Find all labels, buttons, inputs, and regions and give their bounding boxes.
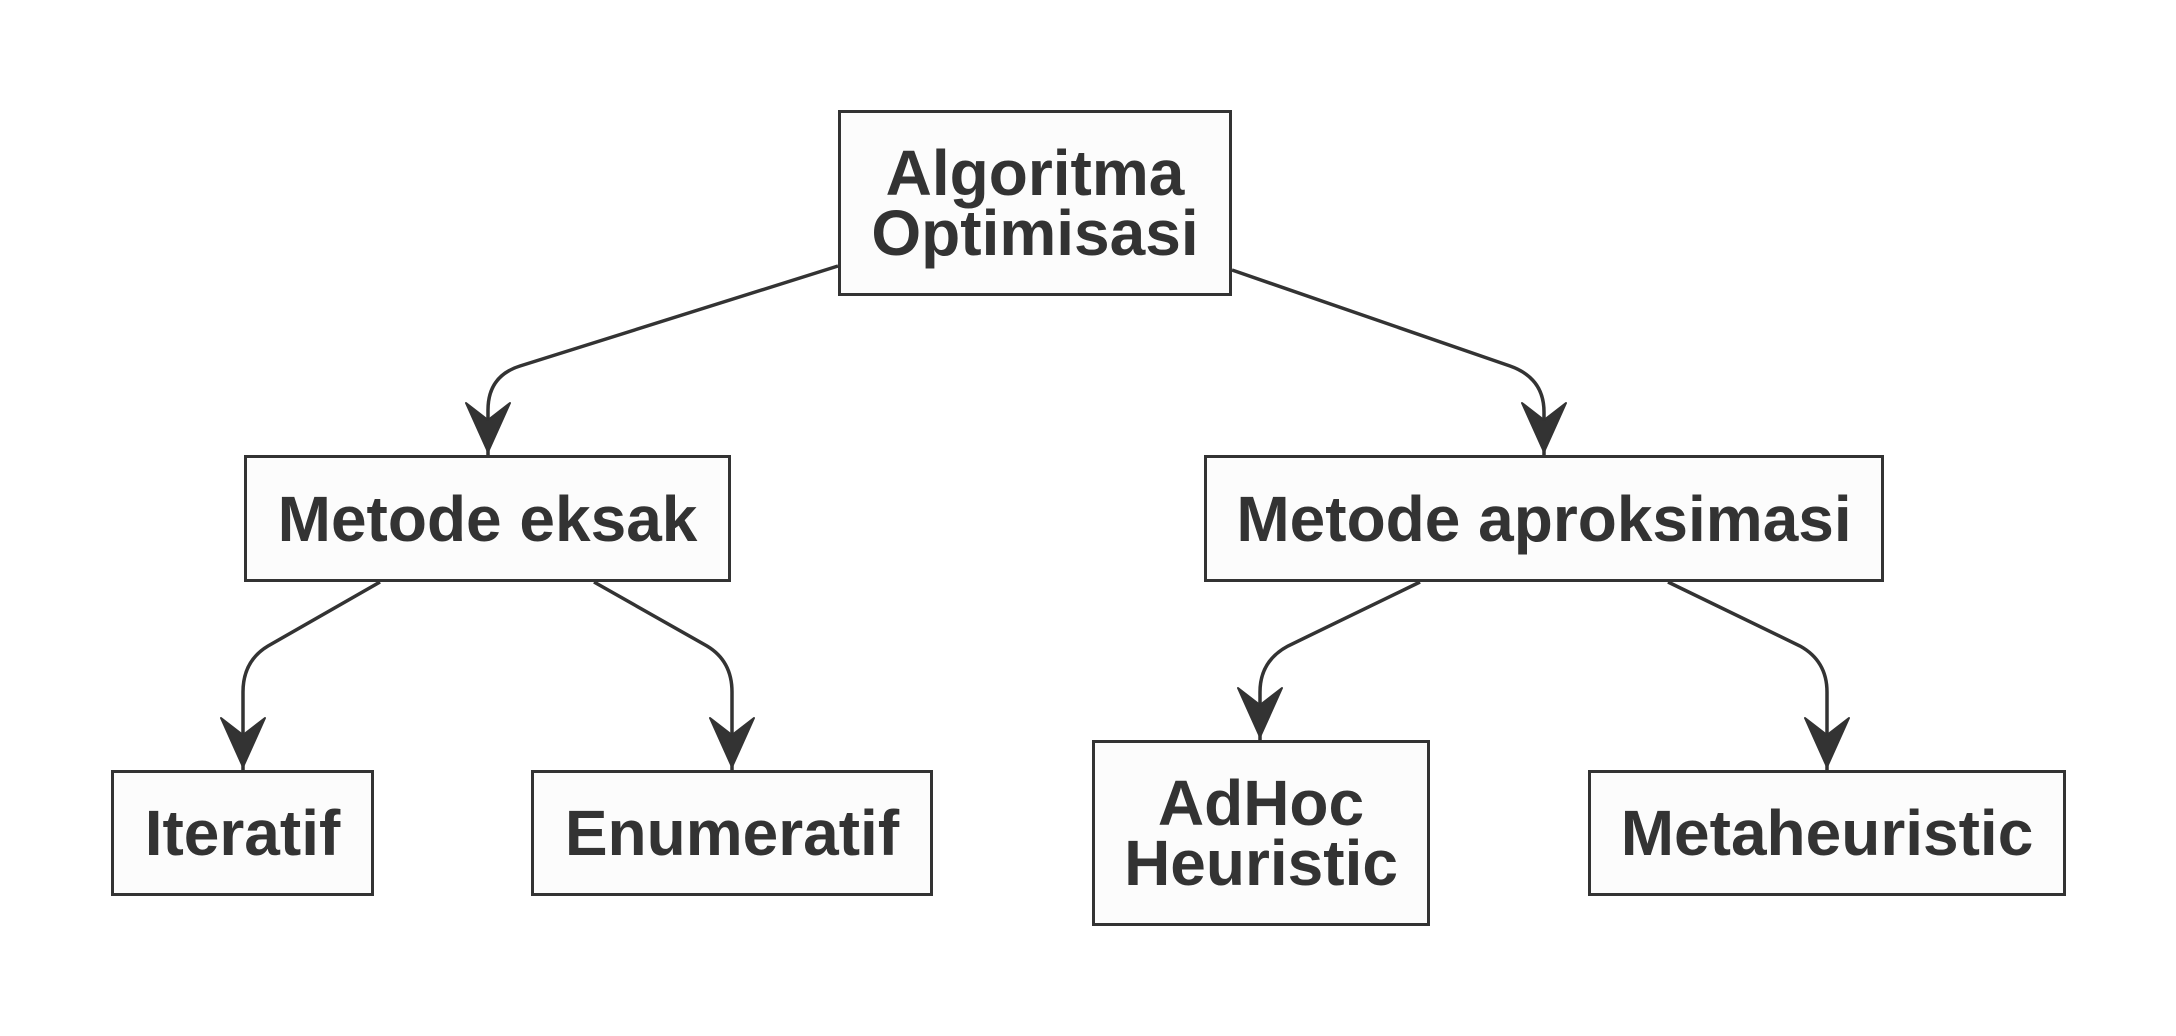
node-metode-eksak-label: Metode eksak <box>277 482 698 555</box>
edge-root-to-exact <box>486 264 839 455</box>
node-enumeratif-label: Enumeratif <box>564 797 900 869</box>
node-metaheuristic: Metaheuristic <box>1588 770 2066 896</box>
edge-root-to-approx <box>1231 268 1546 455</box>
edge-exact-to-enumerative <box>593 580 734 770</box>
arrow-head-adhoc <box>1237 687 1283 738</box>
arrow-head-metaheuristic <box>1804 717 1850 768</box>
arrow-head-exact <box>465 402 511 453</box>
node-algoritma-optimisasi-line-1: Algoritma <box>885 137 1185 209</box>
node-metode-aproksimasi: Metode aproksimasi <box>1204 455 1884 582</box>
node-iteratif: Iteratif <box>111 770 374 896</box>
node-iteratif-label: Iteratif <box>144 797 341 869</box>
arrow-head-enumerative <box>709 717 755 768</box>
node-algoritma-optimisasi-line-2: Optimisasi <box>871 197 1199 269</box>
node-adhoc-heuristic-line-2: Heuristic <box>1124 827 1398 899</box>
node-metode-aproksimasi-label: Metode aproksimasi <box>1236 482 1852 555</box>
edge-exact-to-iterative <box>241 580 381 770</box>
arrow-head-iterative <box>220 717 266 768</box>
node-metaheuristic-label: Metaheuristic <box>1620 797 2034 869</box>
node-metode-eksak: Metode eksak <box>244 455 731 582</box>
edge-approx-to-adhoc <box>1258 580 1421 740</box>
node-algoritma-optimisasi: Algoritma Optimisasi <box>838 110 1232 296</box>
arrow-head-approx <box>1521 402 1567 453</box>
edge-approx-to-metaheuristic <box>1667 580 1829 770</box>
node-enumeratif: Enumeratif <box>531 770 933 896</box>
node-adhoc-heuristic-line-1: AdHoc <box>1157 767 1365 839</box>
node-adhoc-heuristic: AdHoc Heuristic <box>1092 740 1430 926</box>
